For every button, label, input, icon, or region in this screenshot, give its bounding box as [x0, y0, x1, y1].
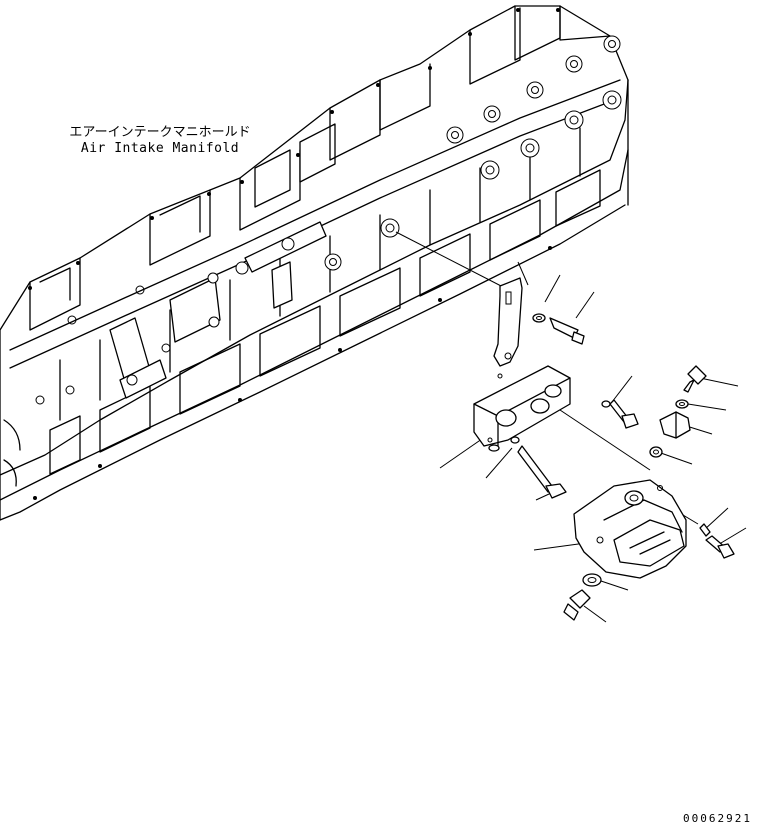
small-screw	[699, 523, 711, 537]
drain-plug	[563, 589, 591, 621]
drawing-number: 00062921	[683, 812, 752, 825]
gasket	[649, 446, 663, 458]
valve-housing	[573, 479, 687, 579]
stud-bolt	[683, 365, 707, 393]
long-bolt	[517, 445, 567, 499]
air-intake-manifold	[0, 5, 629, 521]
o-ring	[675, 399, 689, 409]
part-name-japanese: エアーインテークマニホールド	[69, 125, 250, 140]
bolt	[549, 317, 585, 345]
clamp	[659, 411, 691, 439]
leader-lines	[395, 231, 747, 623]
washer	[532, 313, 546, 323]
sensor-mount	[473, 365, 571, 447]
part-name-english: Air Intake Manifold	[81, 141, 239, 156]
cap-bolt	[705, 535, 735, 559]
bracket	[493, 277, 523, 367]
lock-washer	[488, 436, 520, 452]
seal-ring	[582, 573, 602, 587]
screw	[601, 399, 639, 429]
